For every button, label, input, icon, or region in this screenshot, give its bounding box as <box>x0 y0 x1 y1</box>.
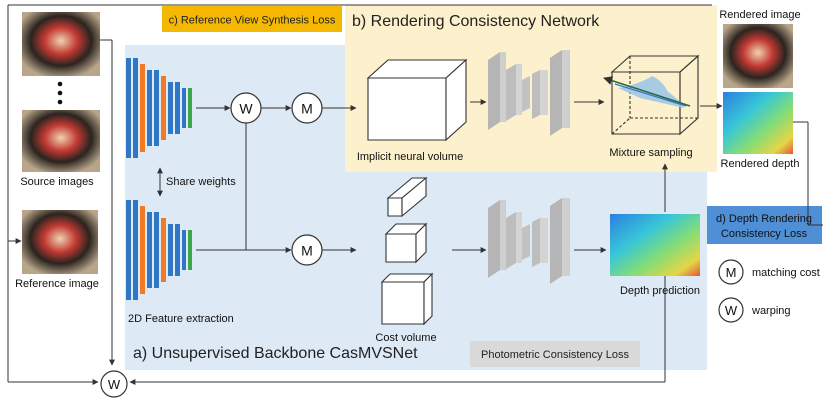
share-weights-label: Share weights <box>166 176 236 188</box>
depth-render-loss-line1: d) Depth Rendering <box>716 213 812 225</box>
mixture-sampling-cube <box>610 54 700 136</box>
legend-warp-symbol: W <box>725 303 738 318</box>
regularization-network-blocks <box>488 198 570 284</box>
cost-volume-cubes <box>380 176 434 326</box>
legend-match-circle <box>718 259 744 285</box>
depth-render-loss-box <box>707 206 822 244</box>
source-image-1 <box>22 12 100 76</box>
rendered-image <box>723 24 793 88</box>
ellipsis-dot-2 <box>57 90 63 96</box>
bottom-warp-op <box>100 370 128 398</box>
legend-warp-text: warping <box>751 305 791 317</box>
implicit-volume-label: Implicit neural volume <box>357 151 463 163</box>
rendering-network-blocks <box>488 50 570 136</box>
backbone-title: a) Unsupervised Backbone CasMVSNet <box>133 345 418 362</box>
rendered-image-label: Rendered image <box>719 9 800 21</box>
match-op-bottom-symbol: M <box>301 243 313 259</box>
feature-extractor-top <box>126 58 192 158</box>
ellipsis-dot-3 <box>57 99 63 105</box>
photometric-loss-box <box>470 341 640 367</box>
depth-prediction-label: Depth prediction <box>620 285 700 297</box>
legend-match-text: matching cost <box>752 267 820 279</box>
rendered-depth <box>723 92 793 154</box>
legend-warp-circle <box>718 297 744 323</box>
reference-image <box>22 210 98 274</box>
legend-match-symbol: M <box>726 265 737 280</box>
source-images-label: Source images <box>20 176 94 188</box>
feature-extraction-label: 2D Feature extraction <box>128 313 234 325</box>
cost-volume-label: Cost volume <box>375 332 436 344</box>
mixture-sampling-label: Mixture sampling <box>609 147 692 159</box>
ellipsis-dot-1 <box>57 81 63 87</box>
depth-render-loss-line2: Consistency Loss <box>721 228 808 240</box>
warp-op-top-symbol: W <box>239 101 253 117</box>
implicit-volume-cube <box>366 58 468 142</box>
sampling-ray <box>603 76 691 107</box>
ref-view-loss-box <box>162 6 342 32</box>
rendered-depth-label: Rendered depth <box>721 158 800 170</box>
feature-extractor-bottom <box>126 200 192 300</box>
rendering-title: b) Rendering Consistency Network <box>352 13 600 30</box>
photometric-loss-label: Photometric Consistency Loss <box>481 349 629 361</box>
match-op-top-symbol: M <box>301 101 313 117</box>
sampling-ray-blue <box>614 83 687 107</box>
depth-prediction-map <box>610 214 700 276</box>
ref-view-loss-label: c) Reference View Synthesis Loss <box>169 15 336 27</box>
reference-image-label: Reference image <box>15 278 99 290</box>
bottom-warp-symbol: W <box>108 377 121 392</box>
source-image-2 <box>22 110 100 172</box>
